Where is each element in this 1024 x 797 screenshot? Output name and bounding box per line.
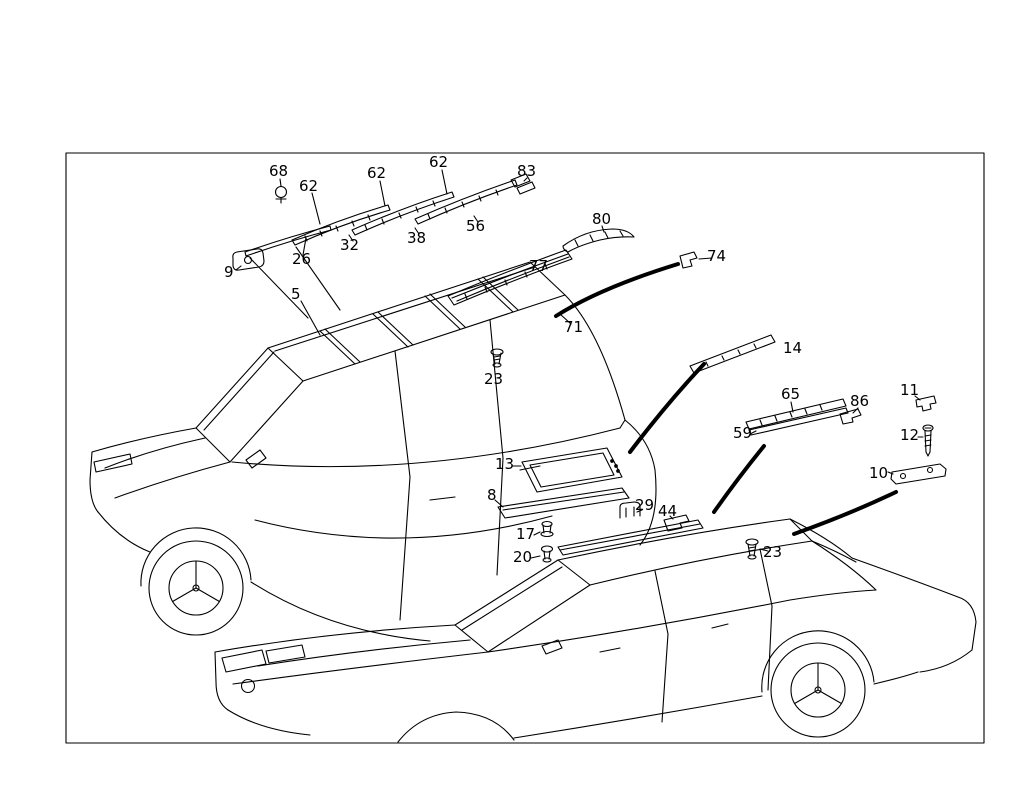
part-11-bracket xyxy=(914,395,937,412)
part-label-13: 13 xyxy=(495,455,515,473)
part-29-clip xyxy=(619,501,643,519)
part-label-38: 38 xyxy=(407,229,427,247)
part-77-rail xyxy=(447,249,573,306)
part-label-80: 80 xyxy=(592,210,612,228)
part-label-23-right: 23 xyxy=(763,543,783,561)
leader-5 xyxy=(300,300,321,336)
part-label-86: 86 xyxy=(850,392,870,410)
car-right-drawing xyxy=(214,518,977,743)
part-label-8: 8 xyxy=(487,486,497,504)
part-13-frame xyxy=(511,447,623,493)
part-23-screw-left xyxy=(490,348,504,368)
part-label-71: 71 xyxy=(564,318,584,336)
part-label-65: 65 xyxy=(781,385,801,403)
part-label-62-b: 62 xyxy=(367,164,387,182)
part-14-strip xyxy=(689,334,776,374)
part-label-10: 10 xyxy=(869,464,889,482)
part-label-23-left: 23 xyxy=(484,370,504,388)
part-9-clip xyxy=(232,248,265,271)
part-label-62-a: 62 xyxy=(299,177,319,195)
pointer-curve-59 xyxy=(712,444,766,514)
part-80-strip xyxy=(562,225,635,253)
part-label-9: 9 xyxy=(224,263,234,281)
part-label-26: 26 xyxy=(292,250,312,268)
leader-71 xyxy=(559,313,572,325)
part-label-32: 32 xyxy=(340,236,360,254)
part-label-12: 12 xyxy=(900,426,920,444)
part-label-83: 83 xyxy=(517,162,537,180)
part-label-56: 56 xyxy=(466,217,486,235)
part-74-clip xyxy=(679,251,713,269)
part-label-59: 59 xyxy=(733,424,753,442)
part-20-fastener xyxy=(530,545,554,563)
part-label-77: 77 xyxy=(529,257,549,275)
part-label-62-c: 62 xyxy=(429,153,449,171)
part-label-11: 11 xyxy=(900,381,920,399)
car-right-front-emblem xyxy=(240,678,256,694)
part-label-44: 44 xyxy=(658,502,678,520)
part-62-roof-bow-b xyxy=(351,191,455,236)
part-86-clip xyxy=(839,407,862,425)
part-headliner-strip xyxy=(557,519,704,556)
part-68-grommet xyxy=(274,178,288,204)
part-62-roof-bow-c xyxy=(414,179,518,225)
pointer-curve-74 xyxy=(554,262,680,318)
part-label-29: 29 xyxy=(635,496,655,514)
car-left-drawing xyxy=(89,261,657,642)
leader-lines-62 xyxy=(311,169,448,225)
part-17-fastener xyxy=(533,520,554,538)
diagram-frame xyxy=(65,152,985,744)
part-8-frame xyxy=(494,487,630,519)
part-label-14: 14 xyxy=(783,339,803,357)
part-12-screw xyxy=(917,424,934,457)
part-label-68: 68 xyxy=(269,162,289,180)
part-label-5: 5 xyxy=(291,285,301,303)
part-10-bracket xyxy=(887,463,947,485)
leader-lines-placement xyxy=(249,246,341,319)
part-label-17: 17 xyxy=(516,525,536,543)
part-83-bracket xyxy=(510,173,536,195)
pointer-curve-14 xyxy=(628,362,706,454)
car-left-front-wheel xyxy=(148,540,244,636)
part-65-59-rail xyxy=(745,398,849,436)
exploded-parts xyxy=(232,169,947,563)
pointer-curve-10 xyxy=(792,490,898,536)
car-right-rear-wheel xyxy=(770,642,866,738)
part-label-20: 20 xyxy=(513,548,533,566)
part-23-screw-right xyxy=(745,538,769,560)
part-label-74: 74 xyxy=(707,247,727,265)
part-26-strip xyxy=(244,225,332,257)
leader-lines-32-38-56 xyxy=(348,215,479,242)
